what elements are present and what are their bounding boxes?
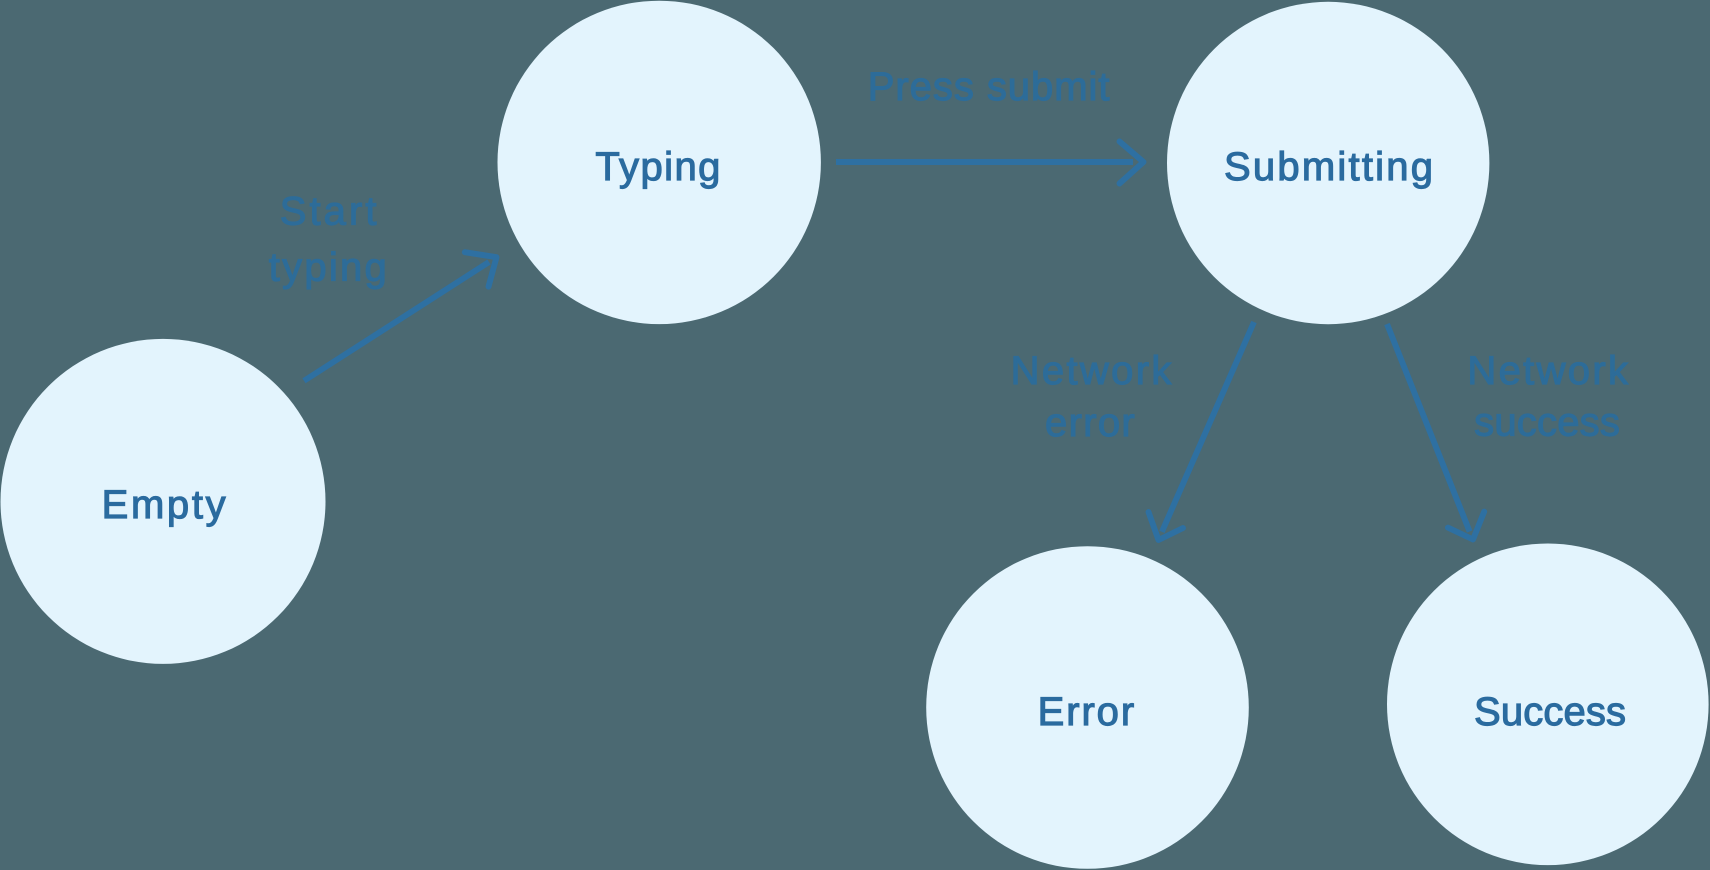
svg-text:Network: Network bbox=[1011, 349, 1173, 393]
svg-text:Error: Error bbox=[1038, 690, 1135, 734]
svg-text:Typing: Typing bbox=[595, 145, 720, 189]
svg-text:error: error bbox=[1045, 401, 1135, 445]
svg-text:Submitting: Submitting bbox=[1224, 145, 1433, 189]
svg-text:Empty: Empty bbox=[102, 483, 226, 527]
svg-text:Network: Network bbox=[1467, 349, 1629, 393]
svg-text:Start: Start bbox=[280, 190, 377, 234]
svg-text:Success: Success bbox=[1474, 690, 1626, 734]
svg-text:success: success bbox=[1474, 400, 1620, 444]
svg-text:Press submit: Press submit bbox=[868, 65, 1110, 109]
